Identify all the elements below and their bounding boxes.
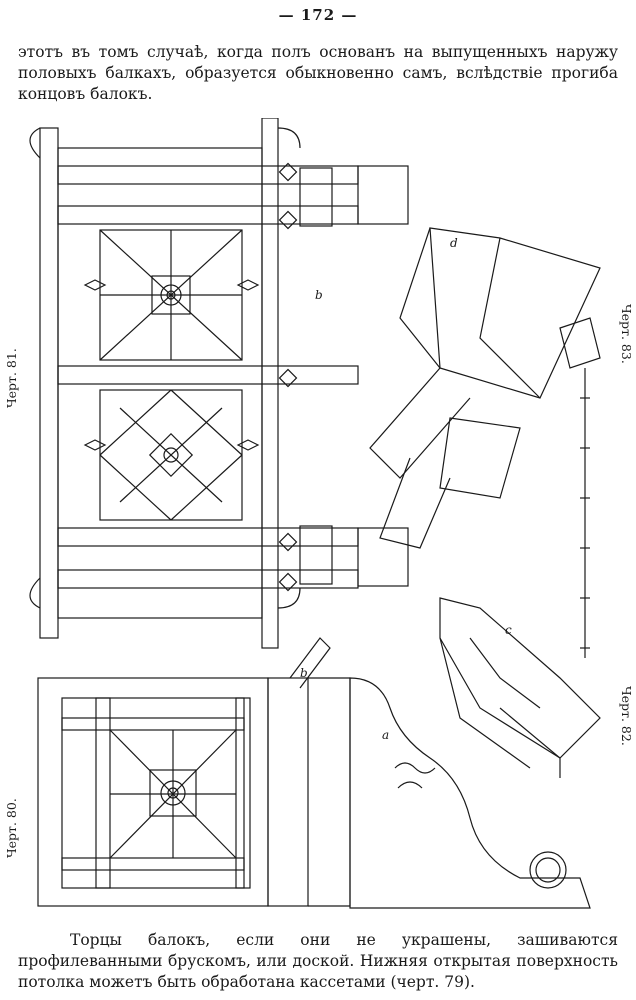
paragraph-bottom: Торцы балокъ, если они не украшены, заши… [18, 931, 618, 991]
fig80-label: Черт. 80. [4, 798, 19, 858]
letter-b-fig80: b [300, 666, 308, 680]
fig81-label: Черт. 81. [4, 348, 19, 408]
paragraph-top: этотъ въ томъ случаѣ, когда полъ основан… [18, 43, 618, 103]
fig82-bracket [439, 597, 601, 778]
fig82-label: Черт. 82. [619, 686, 634, 746]
scale-bar [580, 368, 590, 658]
letter-c-fig82: c [505, 623, 512, 637]
figure-plate: Черт. 81. Черт. 80. Черт. 83. Черт. 82. … [0, 117, 636, 928]
fig81-plan [29, 117, 409, 649]
letter-a-fig80: a [382, 728, 390, 742]
letter-d-fig83: d [450, 236, 458, 250]
fig83-label: Черт. 83. [619, 304, 634, 364]
fig83-perspective [369, 227, 601, 549]
letter-b-fig81: b [315, 288, 323, 302]
page-number: — 172 — [278, 6, 358, 24]
fig80-elevation [37, 637, 591, 909]
engraving-drawing [29, 117, 601, 909]
